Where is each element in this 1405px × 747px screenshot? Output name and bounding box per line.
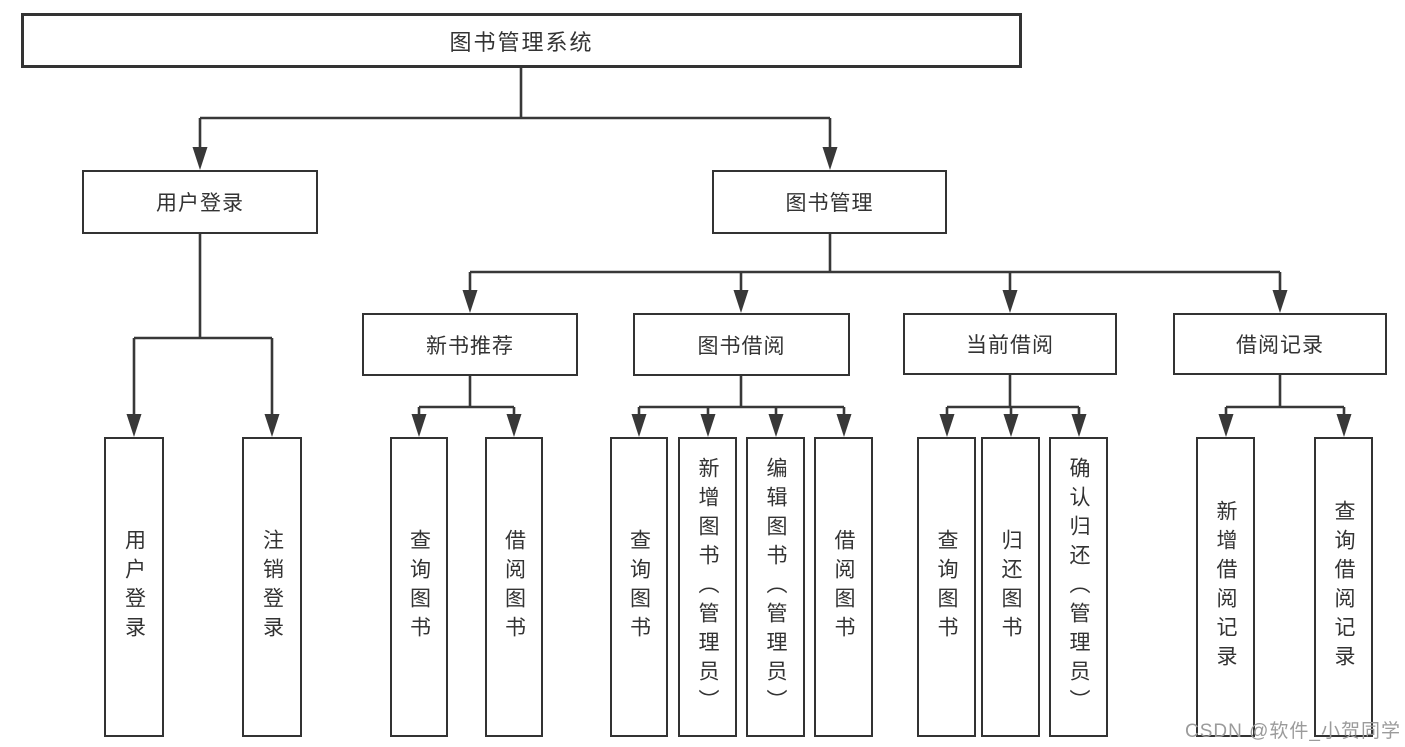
leaf-recommend-query-book: 查询图书 bbox=[390, 437, 448, 737]
leaf-logout-login: 注销登录 bbox=[242, 437, 302, 737]
node-book-management: 图书管理 bbox=[712, 170, 947, 234]
leaf-label: 查询图书 bbox=[627, 529, 651, 645]
leaf-current-return-book: 归还图书 bbox=[981, 437, 1040, 737]
node-label: 图书管理系统 bbox=[449, 29, 594, 55]
leaf-records-add-record: 新增借阅记录 bbox=[1196, 437, 1255, 737]
leaf-label: 归还图书 bbox=[999, 529, 1022, 645]
leaf-borrow-query-book: 查询图书 bbox=[610, 437, 668, 737]
leaf-borrow-add-book-admin: 新增图书（管理员） bbox=[678, 437, 737, 737]
leaf-current-query-book: 查询图书 bbox=[917, 437, 976, 737]
leaf-label: 新增借阅记录 bbox=[1214, 500, 1237, 674]
leaf-recommend-borrow-book: 借阅图书 bbox=[485, 437, 543, 737]
leaf-label: 用户登录 bbox=[122, 529, 146, 645]
leaf-label: 编辑图书（管理员） bbox=[764, 456, 787, 718]
node-book-borrow: 图书借阅 bbox=[633, 313, 850, 376]
leaf-user-login: 用户登录 bbox=[104, 437, 164, 737]
node-label: 新书推荐 bbox=[426, 334, 514, 358]
leaf-label: 查询图书 bbox=[935, 529, 958, 645]
leaf-borrow-edit-book-admin: 编辑图书（管理员） bbox=[746, 437, 805, 737]
leaf-label: 确认归还（管理员） bbox=[1067, 456, 1090, 718]
node-user-login: 用户登录 bbox=[82, 170, 318, 234]
node-library-management-system: 图书管理系统 bbox=[21, 13, 1022, 68]
leaf-records-query-record: 查询借阅记录 bbox=[1314, 437, 1373, 737]
leaf-current-confirm-return-admin: 确认归还（管理员） bbox=[1049, 437, 1108, 737]
node-label: 借阅记录 bbox=[1236, 334, 1324, 357]
node-current-borrow: 当前借阅 bbox=[903, 313, 1117, 375]
leaf-label: 查询借阅记录 bbox=[1332, 500, 1355, 674]
node-label: 用户登录 bbox=[156, 192, 244, 215]
leaf-label: 借阅图书 bbox=[832, 529, 855, 645]
node-label: 图书借阅 bbox=[697, 334, 786, 358]
leaf-label: 注销登录 bbox=[260, 529, 284, 645]
leaf-borrow-borrow-book: 借阅图书 bbox=[814, 437, 873, 737]
node-borrow-records: 借阅记录 bbox=[1173, 313, 1387, 375]
leaf-label: 借阅图书 bbox=[502, 529, 526, 645]
node-new-book-recommend: 新书推荐 bbox=[362, 313, 578, 376]
leaf-label: 查询图书 bbox=[407, 529, 431, 645]
csdn-watermark: CSDN @软件_小贺同学 bbox=[1185, 721, 1401, 742]
node-label: 当前借阅 bbox=[966, 334, 1054, 357]
node-label: 图书管理 bbox=[785, 192, 874, 215]
leaf-label: 新增图书（管理员） bbox=[696, 456, 719, 718]
